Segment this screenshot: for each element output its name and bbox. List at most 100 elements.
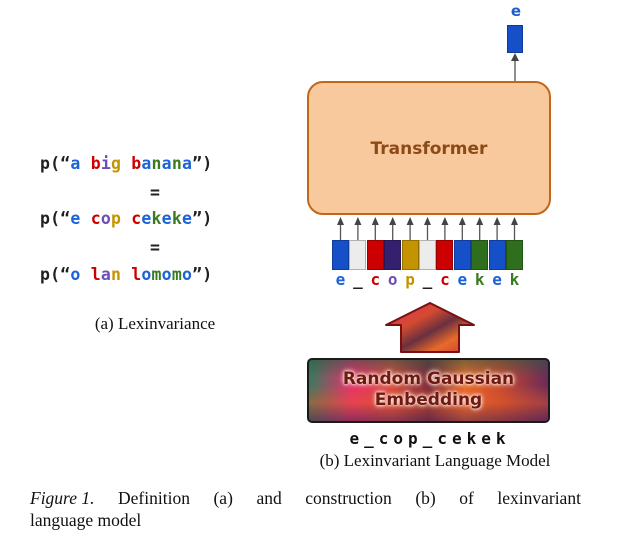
figure-caption-word: of xyxy=(459,488,474,508)
formula-prefix: p(“ xyxy=(40,265,71,284)
formula-char: o xyxy=(181,265,193,284)
token-embedding-box xyxy=(419,240,436,270)
token-char: e xyxy=(457,270,468,289)
random-gaussian-embedding-block: Random Gaussian Embedding xyxy=(307,358,550,423)
equals-sign-1: = xyxy=(150,183,160,202)
token-embedding-box xyxy=(366,240,384,270)
formula-char: n xyxy=(151,154,162,173)
formula-char: a xyxy=(100,265,111,284)
token-char: _ xyxy=(353,270,363,289)
embedding-label: Random Gaussian Embedding xyxy=(309,369,548,411)
formula-line-2: p(“e cop cekeke”) xyxy=(40,209,270,228)
formula-char: n xyxy=(171,154,182,173)
formula-suffix: ”) xyxy=(192,154,213,173)
formula-char: l xyxy=(131,265,142,284)
token-embedding-box xyxy=(436,240,454,270)
formula-char: n xyxy=(110,265,122,284)
formula-char: a xyxy=(70,154,81,173)
formula-char: e xyxy=(161,209,172,228)
equals-sign-2: = xyxy=(150,238,160,257)
token-arrow xyxy=(476,217,484,240)
token-arrow xyxy=(441,217,449,240)
figure-caption-word: Definition xyxy=(118,488,190,508)
formula-prefix: p(“ xyxy=(40,209,71,228)
formula-char: b xyxy=(90,154,101,173)
figure-label: Figure 1. xyxy=(30,488,95,508)
figure-caption-word: construction xyxy=(305,488,392,508)
formula-char: o xyxy=(70,265,81,284)
formula-char: e xyxy=(141,209,152,228)
token-arrow xyxy=(389,217,397,240)
formula-char: e xyxy=(181,209,193,228)
token-char: k xyxy=(509,270,520,289)
formula-char: o xyxy=(161,265,172,284)
output-token-box xyxy=(507,25,523,53)
figure-caption-word: (a) xyxy=(213,488,233,508)
token-char: c xyxy=(440,270,450,289)
token-char: c xyxy=(370,270,381,289)
token-char: k xyxy=(474,270,485,289)
token-arrow xyxy=(354,217,362,240)
output-token-label: e xyxy=(510,2,522,20)
formula-line-1: p(“a big banana”) xyxy=(40,154,270,173)
formula-char: l xyxy=(90,265,101,284)
token-arrows xyxy=(337,217,518,240)
token-char: p xyxy=(405,270,415,289)
token-arrow xyxy=(458,217,466,240)
formula-char: k xyxy=(171,209,182,228)
figure-caption-line1: Figure 1. Definition (a) and construction (b… xyxy=(30,487,581,509)
token-char: _ xyxy=(422,270,433,289)
transformer-label: Transformer xyxy=(370,139,488,159)
token-embedding-box xyxy=(506,240,523,270)
input-sequence: e_cop_cekek xyxy=(349,429,511,448)
formula-char: a xyxy=(161,154,172,173)
embedding-label-line2: Embedding xyxy=(374,390,483,410)
token-embedding-box xyxy=(349,240,367,270)
token-embedding-box xyxy=(401,240,419,270)
formula-char: o xyxy=(100,209,111,228)
figure-caption-line2: language model xyxy=(30,510,142,530)
figure-caption-word: (b) xyxy=(415,488,436,508)
formula-char: a xyxy=(141,154,152,173)
formula-char: m xyxy=(171,265,182,284)
formula-char: e xyxy=(70,209,81,228)
embedding-arrow-icon xyxy=(385,302,475,353)
caption-a: (a) Lexinvariance xyxy=(94,314,216,333)
embedding-label-line1: Random Gaussian xyxy=(342,369,515,389)
token-embedding-box xyxy=(332,240,349,270)
caption-b: (b) Lexinvariant Language Model xyxy=(319,451,551,470)
formula-char: m xyxy=(151,265,162,284)
token-arrow xyxy=(371,217,379,240)
token-char: e xyxy=(335,270,346,289)
formula-char: k xyxy=(151,209,162,228)
formula-char: c xyxy=(131,209,142,228)
figure-caption-word: lexinvariant xyxy=(497,488,581,508)
formula-char: o xyxy=(141,265,152,284)
token-arrow xyxy=(493,217,501,240)
token-char: e xyxy=(492,270,502,289)
transformer-block: Transformer xyxy=(307,81,551,215)
token-arrow xyxy=(511,217,518,240)
token-embedding-box xyxy=(488,240,506,270)
token-arrow xyxy=(406,217,414,240)
figure-caption-word: and xyxy=(256,488,282,508)
formula-line-3: p(“o lan lomomo”) xyxy=(40,265,270,284)
formula-char: p xyxy=(110,209,122,228)
formula-char: i xyxy=(100,154,111,173)
token-embedding-box xyxy=(453,240,471,270)
output-arrow xyxy=(511,53,519,81)
token-char: o xyxy=(387,270,398,289)
formula-char: g xyxy=(110,154,122,173)
formula-char: a xyxy=(181,154,193,173)
formula-char: b xyxy=(131,154,142,173)
token-embedding-box xyxy=(384,240,402,270)
token-embedding-box xyxy=(471,240,489,270)
formula-prefix: p(“ xyxy=(40,154,71,173)
formula-char: c xyxy=(90,209,101,228)
formula-suffix: ”) xyxy=(192,209,213,228)
formula-suffix: ”) xyxy=(192,265,213,284)
token-arrow xyxy=(424,217,431,240)
figure-caption: Figure 1. Definition (a) and construction (b… xyxy=(30,487,590,531)
token-arrow xyxy=(337,217,344,240)
